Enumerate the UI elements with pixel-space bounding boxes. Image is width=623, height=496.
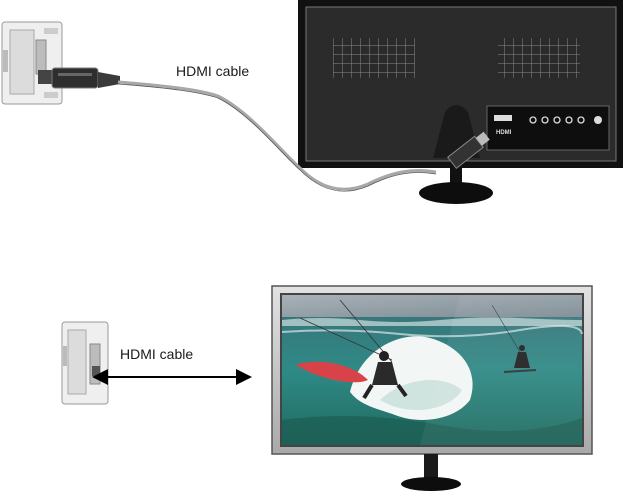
hdmi-cable-label-bottom: HDMI cable <box>120 346 193 362</box>
camera-bottom <box>62 322 108 404</box>
tv-hdmi-port[interactable] <box>494 115 512 121</box>
hdmi-port-label: HDMI <box>496 130 512 136</box>
tv-vent-left <box>333 38 415 78</box>
tv-back <box>298 0 623 204</box>
tv-vent-right <box>498 38 580 78</box>
camera-top <box>2 22 62 104</box>
hdmi-cable-label-top: HDMI cable <box>176 63 249 79</box>
double-arrow <box>92 369 252 385</box>
tv-port-panel <box>487 106 609 150</box>
tv-front <box>272 286 592 491</box>
tv-screen-image <box>282 295 582 445</box>
